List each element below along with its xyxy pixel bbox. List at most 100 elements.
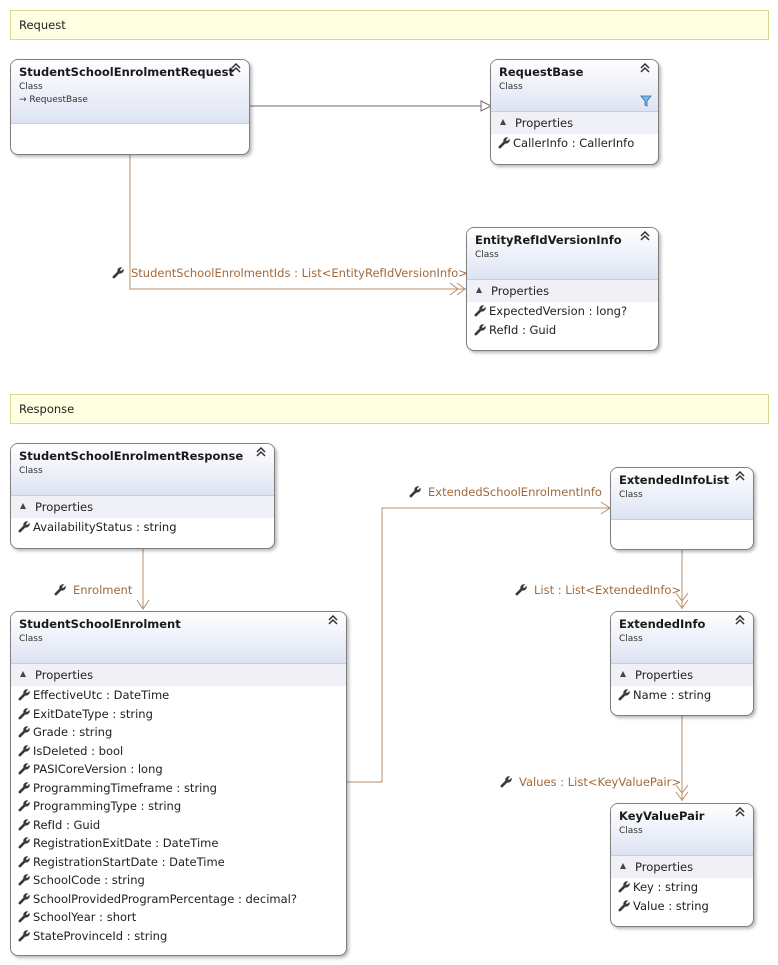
double-chevron-up-icon[interactable] bbox=[640, 230, 650, 244]
class-header: ExtendedInfoList Class bbox=[611, 468, 753, 520]
property-item[interactable]: SchoolProvidedProgramPercentage : decima… bbox=[11, 890, 346, 909]
property-item[interactable]: EffectiveUtc : DateTime bbox=[11, 686, 346, 705]
class-name: RequestBase bbox=[499, 65, 584, 79]
property-item[interactable]: AvailabilityStatus : string bbox=[11, 518, 274, 537]
wrench-icon bbox=[618, 899, 630, 911]
triangle-icon bbox=[500, 119, 506, 125]
class-stereotype: Class bbox=[19, 82, 43, 92]
property-label: SchoolProvidedProgramPercentage : decima… bbox=[33, 891, 297, 906]
double-chevron-up-icon[interactable] bbox=[735, 806, 745, 820]
arrowhead-values-2 bbox=[675, 791, 689, 801]
compartment-label: Properties bbox=[491, 284, 550, 298]
class-box-student-school-enrolment-request[interactable]: StudentSchoolEnrolmentRequest Class → Re… bbox=[10, 59, 250, 155]
property-label: Value : string bbox=[633, 898, 709, 913]
property-label: AvailabilityStatus : string bbox=[33, 520, 177, 534]
property-label: RegistrationStartDate : DateTime bbox=[33, 854, 225, 869]
property-item[interactable]: ExitDateType : string bbox=[11, 705, 346, 724]
wrench-icon bbox=[18, 744, 30, 756]
association-label-text: Enrolment bbox=[73, 583, 133, 597]
property-item[interactable]: PASICoreVersion : long bbox=[11, 760, 346, 779]
wrench-icon bbox=[18, 689, 30, 701]
wrench-icon bbox=[18, 874, 30, 886]
class-box-request-base[interactable]: RequestBase Class Properties CallerInfo … bbox=[490, 59, 659, 165]
wrench-icon bbox=[18, 521, 30, 533]
wrench-icon bbox=[54, 584, 66, 596]
arrowhead-enrolment bbox=[136, 599, 150, 610]
property-item[interactable]: IsDeleted : bool bbox=[11, 742, 346, 761]
compartment-properties[interactable]: Properties bbox=[11, 664, 346, 686]
class-header: StudentSchoolEnrolmentResponse Class bbox=[11, 444, 274, 496]
compartment-properties[interactable]: Properties bbox=[11, 496, 274, 518]
class-box-student-school-enrolment-response[interactable]: StudentSchoolEnrolmentResponse Class Pro… bbox=[10, 443, 275, 549]
property-item[interactable]: RefId : Guid bbox=[11, 816, 346, 835]
compartment-properties[interactable]: Properties bbox=[611, 664, 753, 686]
triangle-icon bbox=[620, 671, 626, 677]
property-item[interactable]: RegistrationExitDate : DateTime bbox=[11, 834, 346, 853]
property-item[interactable]: Grade : string bbox=[11, 723, 346, 742]
wrench-icon bbox=[18, 726, 30, 738]
property-item[interactable]: ExpectedVersion : long? bbox=[467, 302, 658, 321]
property-label: RefId : Guid bbox=[489, 322, 557, 337]
compartment-properties[interactable]: Properties bbox=[611, 856, 753, 878]
double-chevron-up-icon[interactable] bbox=[256, 446, 266, 460]
property-label: RegistrationExitDate : DateTime bbox=[33, 836, 219, 850]
property-item[interactable]: RefId : Guid bbox=[467, 321, 658, 340]
association-label-values: Values : List<KeyValuePair> bbox=[500, 775, 681, 789]
wrench-icon bbox=[515, 584, 527, 596]
double-chevron-up-icon[interactable] bbox=[735, 470, 745, 484]
wrench-icon bbox=[474, 323, 486, 335]
class-stereotype: Class bbox=[619, 490, 643, 500]
class-name: StudentSchoolEnrolmentRequest bbox=[19, 65, 234, 79]
class-box-extended-info[interactable]: ExtendedInfo Class Properties Name : str… bbox=[610, 611, 754, 716]
compartment-label: Properties bbox=[515, 116, 574, 130]
association-label-enrolment: Enrolment bbox=[54, 583, 132, 597]
double-chevron-up-icon[interactable] bbox=[328, 614, 338, 628]
property-item[interactable]: CallerInfo : CallerInfo bbox=[491, 134, 658, 153]
class-stereotype: Class bbox=[475, 250, 499, 260]
class-base-type-label: RequestBase bbox=[29, 95, 88, 105]
class-stereotype: Class bbox=[19, 634, 43, 644]
property-item[interactable]: Value : string bbox=[611, 897, 753, 916]
wrench-icon bbox=[18, 781, 30, 793]
compartment-properties[interactable]: Properties bbox=[491, 112, 658, 134]
class-box-key-value-pair[interactable]: KeyValuePair Class Properties Key : stri… bbox=[610, 803, 754, 927]
property-item[interactable]: ProgrammingTimeframe : string bbox=[11, 779, 346, 798]
class-stereotype: Class bbox=[499, 82, 523, 92]
property-item[interactable]: SchoolCode : string bbox=[11, 871, 346, 890]
property-item[interactable]: Key : string bbox=[611, 878, 753, 897]
arrowhead-values-1 bbox=[675, 784, 689, 794]
property-item[interactable]: StateProvinceId : string bbox=[11, 927, 346, 946]
wrench-icon bbox=[18, 911, 30, 923]
class-box-entity-ref-id-version-info[interactable]: EntityRefIdVersionInfo Class Properties … bbox=[466, 227, 659, 351]
property-item[interactable]: ProgrammingType : string bbox=[11, 797, 346, 816]
class-name: KeyValuePair bbox=[619, 809, 705, 823]
compartment-label: Properties bbox=[35, 668, 94, 682]
class-header: StudentSchoolEnrolmentRequest Class → Re… bbox=[11, 60, 249, 124]
class-name: EntityRefIdVersionInfo bbox=[475, 233, 622, 247]
property-item[interactable]: SchoolYear : short bbox=[11, 908, 346, 927]
filter-icon[interactable] bbox=[640, 95, 652, 107]
wrench-icon bbox=[18, 837, 30, 849]
double-chevron-up-icon[interactable] bbox=[231, 62, 241, 76]
inheritance-arrowhead bbox=[480, 100, 493, 112]
arrowhead-refids-2 bbox=[456, 282, 466, 296]
property-label: Key : string bbox=[633, 880, 699, 894]
property-item[interactable]: Name : string bbox=[611, 686, 753, 705]
class-header: StudentSchoolEnrolment Class bbox=[11, 612, 346, 664]
arrow-right-icon: → bbox=[19, 95, 27, 105]
property-label: IsDeleted : bool bbox=[33, 743, 124, 758]
triangle-icon bbox=[20, 671, 26, 677]
wrench-icon bbox=[618, 881, 630, 893]
class-base-type: → RequestBase bbox=[19, 95, 241, 105]
wrench-icon bbox=[409, 486, 421, 498]
wrench-icon bbox=[18, 855, 30, 867]
double-chevron-up-icon[interactable] bbox=[735, 614, 745, 628]
compartment-label: Properties bbox=[635, 860, 694, 874]
class-box-student-school-enrolment[interactable]: StudentSchoolEnrolment Class Properties … bbox=[10, 611, 347, 956]
section-response: Response bbox=[10, 394, 769, 424]
class-box-extended-info-list[interactable]: ExtendedInfoList Class bbox=[610, 467, 754, 550]
double-chevron-up-icon[interactable] bbox=[640, 62, 650, 76]
property-label: PASICoreVersion : long bbox=[33, 762, 163, 776]
compartment-properties[interactable]: Properties bbox=[467, 280, 658, 302]
property-item[interactable]: RegistrationStartDate : DateTime bbox=[11, 853, 346, 872]
